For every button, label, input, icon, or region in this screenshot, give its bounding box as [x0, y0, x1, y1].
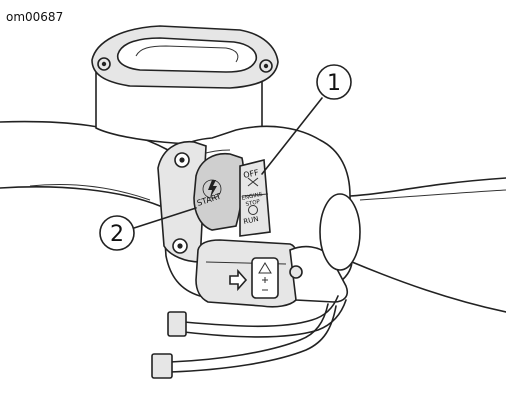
stop-icon [247, 177, 259, 187]
switch-lower-body [289, 245, 349, 303]
callout-2-circle [99, 215, 135, 251]
grip-end [319, 193, 361, 271]
handlebar-right [349, 177, 506, 313]
callout-2-leader [133, 207, 197, 229]
callout-2-number: 2 [110, 222, 124, 247]
wire-harness [183, 295, 339, 328]
figure-id: om00687 [6, 10, 64, 24]
turn-signal-module [195, 239, 299, 308]
callout-1-leader [261, 97, 323, 175]
engine-stop-run-switch [239, 158, 271, 237]
label-stop: STOP [245, 199, 261, 208]
label-engine: ENGINE [241, 192, 263, 202]
callout-1-number: 1 [327, 71, 341, 96]
wire-connector [167, 311, 187, 337]
wire-connector [151, 353, 173, 379]
callout-1-circle [316, 64, 352, 100]
hazard-triangle-icon [258, 262, 272, 274]
label-off: OFF [243, 168, 260, 180]
label-run: RUN [243, 215, 260, 226]
handlebar-left [0, 120, 169, 207]
turn-arrow-icon [229, 268, 248, 292]
start-bolt-icon [208, 180, 217, 198]
